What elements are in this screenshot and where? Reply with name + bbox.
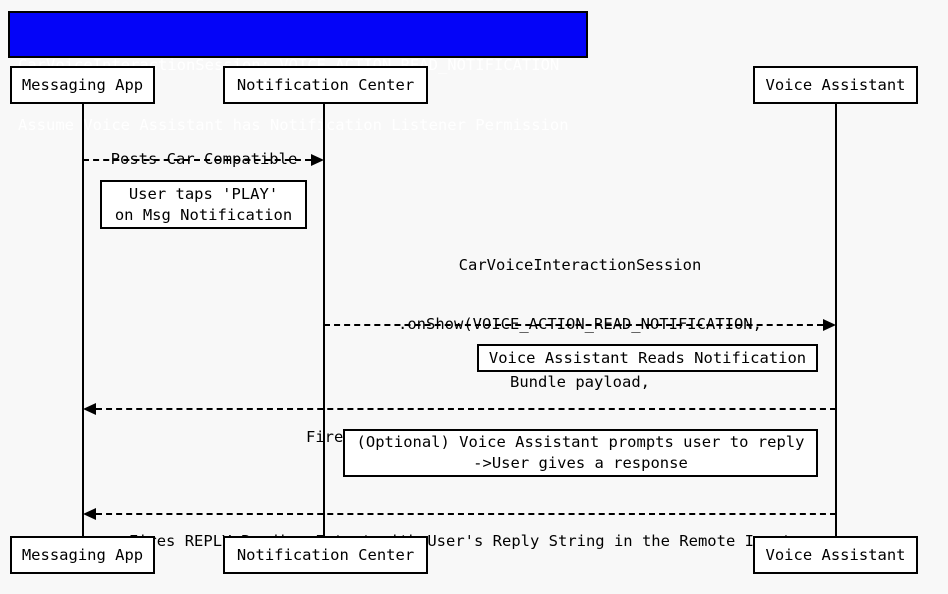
message-label-line: Fires REPLY Pending Intent with User's R…: [128, 532, 792, 550]
message-label-line: .onShow(VOICE_ACTION_READ_NOTIFICATION,: [398, 314, 762, 333]
actor-bottom-voice-assistant: Voice Assistant: [753, 536, 918, 574]
note-voice-assistant-reads: Voice Assistant Reads Notification: [477, 344, 818, 372]
message-label-reply-intent: Fires REPLY Pending Intent with User's R…: [90, 494, 830, 589]
arrowhead-right-icon: [311, 154, 324, 166]
actor-top-messaging-app: Messaging App: [10, 66, 155, 104]
actor-label: Notification Center: [236, 546, 415, 564]
note-line: (Optional) Voice Assistant prompts user …: [356, 433, 805, 451]
message-arrow-onshow: [324, 324, 823, 326]
lifeline-voice-assistant: [835, 104, 837, 536]
actor-label: Voice Assistant: [765, 76, 906, 94]
actor-label: Voice Assistant: [765, 546, 906, 564]
arrowhead-left-icon: [83, 508, 96, 520]
actor-label: Messaging App: [21, 76, 144, 94]
note-line: ->User gives a response: [473, 454, 688, 472]
diagram-title: CarVoiceInteractionSession: VOICE_ACTION…: [8, 11, 588, 134]
actor-top-voice-assistant: Voice Assistant: [753, 66, 918, 104]
note-optional-prompt-reply: (Optional) Voice Assistant prompts user …: [343, 429, 818, 477]
note-line: Voice Assistant Reads Notification: [488, 349, 807, 367]
message-label-line: CarVoiceInteractionSession: [458, 256, 702, 274]
lifeline-messaging-app: [82, 104, 84, 536]
actor-top-notification-center: Notification Center: [223, 66, 428, 104]
diagram-title-line-2: Assume Voice Assistant has Notification …: [18, 116, 569, 134]
message-arrow-mark-as-read: [96, 408, 836, 410]
message-arrow-posts-notification: [83, 159, 311, 161]
arrowhead-left-icon: [83, 403, 96, 415]
note-line: on Msg Notification: [114, 205, 293, 224]
note-line: User taps 'PLAY': [128, 184, 279, 203]
message-label-line: Bundle payload,: [510, 373, 650, 391]
actor-label: Notification Center: [236, 76, 415, 94]
lifeline-notification-center: [323, 104, 325, 536]
actor-bottom-messaging-app: Messaging App: [10, 536, 155, 574]
note-user-taps-play: User taps 'PLAY' on Msg Notification: [100, 180, 307, 229]
actor-label: Messaging App: [21, 546, 144, 564]
message-arrow-reply-intent: [96, 513, 836, 515]
actor-bottom-notification-center: Notification Center: [223, 536, 428, 574]
arrowhead-right-icon: [823, 319, 836, 331]
